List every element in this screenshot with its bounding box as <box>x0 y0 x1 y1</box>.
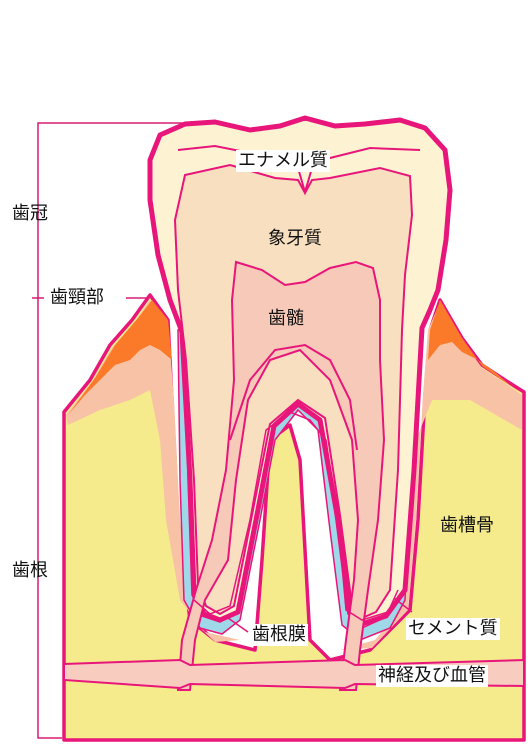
gum-left <box>68 300 172 415</box>
pulp <box>176 260 386 691</box>
bone-surface-left <box>66 300 240 642</box>
root-canal-line <box>193 411 399 621</box>
label-dentin: 象牙質 <box>268 228 322 249</box>
leader-lines <box>227 597 413 633</box>
label-pulp: 歯髄 <box>268 308 304 329</box>
bone-surface-right <box>340 302 522 650</box>
label-nerves-vessels: 神経及び血管 <box>376 665 488 687</box>
gum-right <box>428 300 520 392</box>
pulp-chamber-line <box>229 343 358 451</box>
label-alveolar-bone: 歯槽骨 <box>440 515 494 536</box>
label-crown: 歯冠 <box>12 203 48 224</box>
label-neck: 歯頸部 <box>48 287 106 309</box>
label-periodontal-ligament: 歯根膜 <box>250 624 308 646</box>
label-enamel: エナメル質 <box>236 150 330 172</box>
crown-groove <box>297 167 313 196</box>
label-cementum: セメント質 <box>406 618 500 640</box>
label-root: 歯根 <box>12 560 48 581</box>
